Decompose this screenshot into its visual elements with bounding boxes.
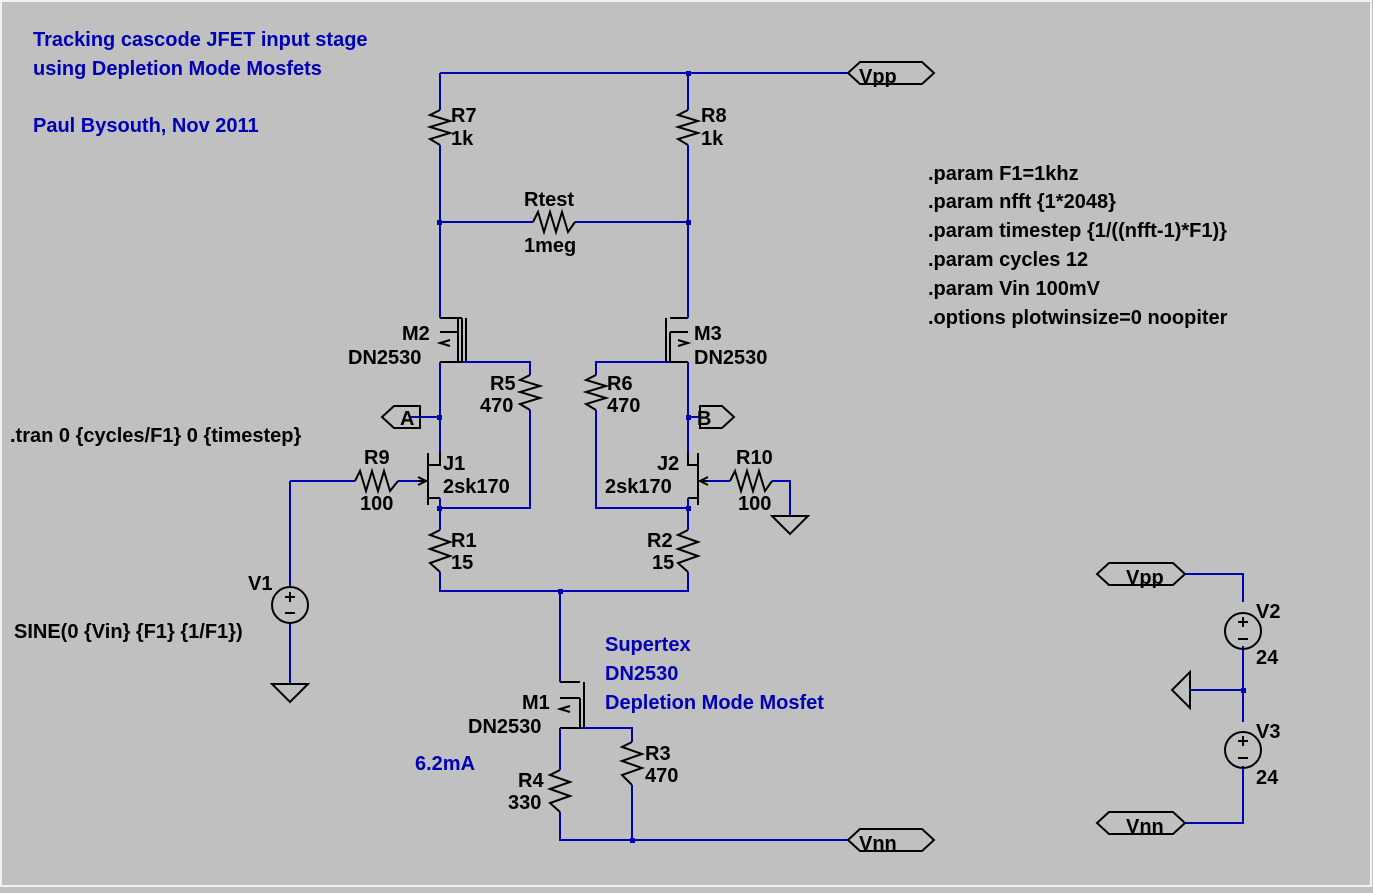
net-label-vnn-bottom: Vnn xyxy=(859,833,897,855)
j2-ref: J2 xyxy=(657,453,679,475)
resistor-r9-symbol[interactable] xyxy=(354,467,399,495)
j2-value: 2sk170 xyxy=(605,476,672,498)
v2-ref: V2 xyxy=(1256,601,1280,623)
note-supertex-part: DN2530 xyxy=(605,663,678,685)
resistor-r5-symbol[interactable] xyxy=(516,374,544,411)
ground-v1-symbol[interactable] xyxy=(269,683,311,704)
net-flag-vpp-supply[interactable]: Vpp xyxy=(1095,562,1187,589)
resistor-r8-symbol[interactable] xyxy=(674,109,702,146)
directive-options[interactable]: .options plotwinsize=0 noopiter xyxy=(928,307,1228,329)
rtest-value: 1meg xyxy=(524,235,576,257)
directive-param-nfft[interactable]: .param nfft {1*2048} xyxy=(928,191,1116,213)
junction-dots xyxy=(437,71,1246,843)
r4-ref: R4 xyxy=(518,770,544,792)
v1-value: SINE(0 {Vin} {F1} {1/F1}) xyxy=(14,621,243,643)
r9-value: 100 xyxy=(360,493,393,515)
m3-value: DN2530 xyxy=(694,347,767,369)
voltage-source-v3-symbol[interactable] xyxy=(1224,731,1262,769)
r8-ref: R8 xyxy=(701,105,727,127)
r7-ref: R7 xyxy=(451,105,477,127)
r10-ref: R10 xyxy=(736,447,773,469)
note-supertex-desc: Depletion Mode Mosfet xyxy=(605,692,824,714)
mosfet-m1-symbol[interactable] xyxy=(556,681,585,729)
r2-ref: R2 xyxy=(647,530,673,552)
jfet-j1-symbol[interactable] xyxy=(417,453,441,505)
j1-value: 2sk170 xyxy=(443,476,510,498)
directive-param-cycles[interactable]: .param cycles 12 xyxy=(928,249,1088,271)
r3-ref: R3 xyxy=(645,743,671,765)
v1-ref: V1 xyxy=(248,573,272,595)
resistor-r3-symbol[interactable] xyxy=(618,741,646,786)
r7-value: 1k xyxy=(451,128,474,150)
ground-r10-symbol[interactable] xyxy=(769,515,811,536)
r8-value: 1k xyxy=(701,128,724,150)
mosfet-m2-symbol[interactable] xyxy=(436,317,467,363)
directive-param-vin[interactable]: .param Vin 100mV xyxy=(928,278,1101,300)
r10-value: 100 xyxy=(738,493,771,515)
m2-value: DN2530 xyxy=(348,347,421,369)
r1-value: 15 xyxy=(451,552,473,574)
j1-ref: J1 xyxy=(443,453,465,475)
resistor-r6-symbol[interactable] xyxy=(582,374,610,411)
spice-directives[interactable]: .param F1=1khz .param nfft {1*2048} .par… xyxy=(10,163,1228,447)
r9-ref: R9 xyxy=(364,447,390,469)
net-label-b: B xyxy=(697,408,711,430)
net-label-vpp-top: Vpp xyxy=(859,66,897,88)
note-title-line1: Tracking cascode JFET input stage xyxy=(33,29,368,51)
net-flag-vpp-top[interactable]: Vpp xyxy=(846,61,936,88)
v3-ref: V3 xyxy=(1256,721,1280,743)
resistor-r1-symbol[interactable] xyxy=(426,529,454,573)
net-flag-vnn-supply[interactable]: Vnn xyxy=(1095,811,1187,838)
r6-ref: R6 xyxy=(607,373,633,395)
r5-ref: R5 xyxy=(490,373,516,395)
note-author: Paul Bysouth, Nov 2011 xyxy=(33,115,259,137)
directive-tran[interactable]: .tran 0 {cycles/F1} 0 {timestep} xyxy=(10,425,301,447)
component-labels: R7 1k R8 1k Rtest 1meg M2 DN2530 M3 DN25… xyxy=(14,105,1280,814)
net-flag-b[interactable]: B xyxy=(697,405,736,430)
m1-value: DN2530 xyxy=(468,716,541,738)
r6-value: 470 xyxy=(607,395,640,417)
v3-value: 24 xyxy=(1256,767,1279,789)
resistor-r4-symbol[interactable] xyxy=(546,769,574,813)
note-current: 6.2mA xyxy=(415,753,475,775)
resistor-rtest-symbol[interactable] xyxy=(532,208,576,236)
wires xyxy=(289,72,1244,841)
r2-value: 15 xyxy=(652,552,674,574)
r5-value: 470 xyxy=(480,395,513,417)
resistor-r7-symbol[interactable] xyxy=(426,109,454,146)
net-flag-a[interactable]: A xyxy=(380,405,421,430)
note-supertex: Supertex xyxy=(605,634,691,656)
r1-ref: R1 xyxy=(451,530,477,552)
mosfet-m3-symbol[interactable] xyxy=(665,317,692,363)
net-label-a: A xyxy=(400,408,414,430)
resistor-r2-symbol[interactable] xyxy=(674,529,702,573)
net-label-vnn-supply: Vnn xyxy=(1126,816,1164,838)
ground-supply-symbol[interactable] xyxy=(1170,669,1191,711)
voltage-source-v1-symbol[interactable] xyxy=(271,586,309,624)
net-flag-vnn-bottom[interactable]: Vnn xyxy=(846,828,936,855)
m3-ref: M3 xyxy=(694,323,722,345)
v2-value: 24 xyxy=(1256,647,1279,669)
m2-ref: M2 xyxy=(402,323,430,345)
comment-notes: Tracking cascode JFET input stage using … xyxy=(33,29,824,775)
jfet-j2-symbol[interactable] xyxy=(687,453,709,505)
m1-ref: M1 xyxy=(522,692,550,714)
r3-value: 470 xyxy=(645,765,678,787)
voltage-source-v2-symbol[interactable] xyxy=(1224,612,1262,650)
directive-param-timestep[interactable]: .param timestep {1/((nfft-1)*F1)} xyxy=(928,220,1227,242)
note-title-line2: using Depletion Mode Mosfets xyxy=(33,58,322,80)
rtest-ref: Rtest xyxy=(524,189,574,211)
r4-value: 330 xyxy=(508,792,541,814)
resistor-r10-symbol[interactable] xyxy=(729,467,773,495)
directive-param-f1[interactable]: .param F1=1khz xyxy=(928,163,1079,185)
net-label-vpp-supply: Vpp xyxy=(1126,567,1164,589)
